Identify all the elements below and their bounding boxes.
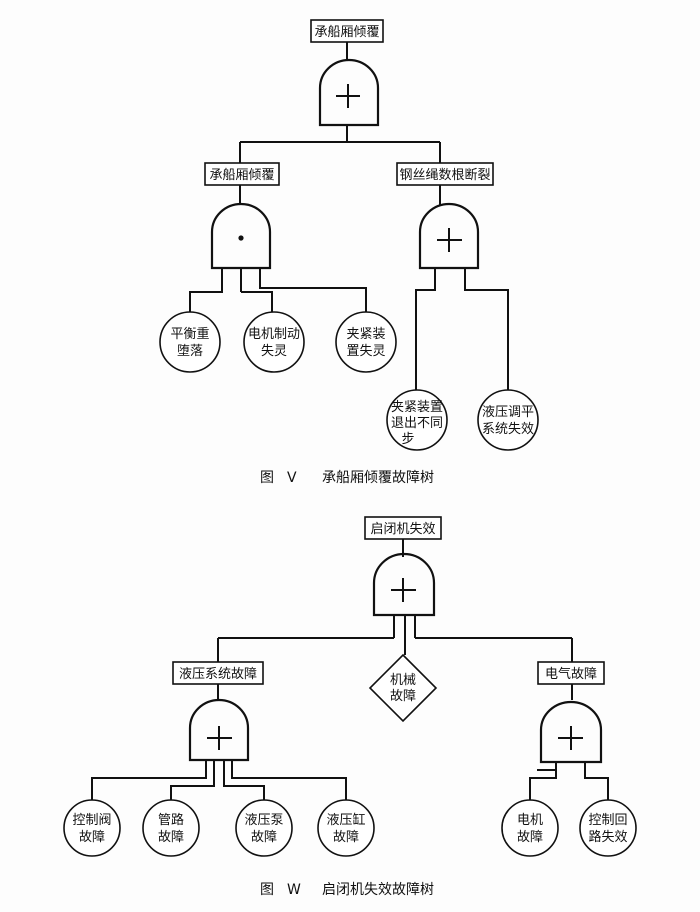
svg-text:路失效: 路失效 <box>588 829 627 845</box>
svg-text:控制阀: 控制阀 <box>72 813 111 828</box>
svg-text:退出不同: 退出不同 <box>391 416 443 431</box>
svg-text:夹紧装置: 夹紧装置 <box>391 400 443 415</box>
svg-text:液压调平: 液压调平 <box>482 405 534 420</box>
fig-v-caption: 图 V 承船厢倾覆故障树 <box>260 470 434 486</box>
svg-text:图: 图 <box>260 882 274 898</box>
svg-text:承船厢倾覆故障树: 承船厢倾覆故障树 <box>322 470 434 486</box>
fig-v-top-or-gate <box>318 58 380 127</box>
figure-w: 启闭机失效 液压系统故障 机械 故障 电气故障 <box>63 516 637 898</box>
fig-v-top-event-label: 承船厢倾覆 <box>314 25 379 40</box>
fig-w-leaf-4 <box>317 799 375 857</box>
fig-v-and-gate <box>210 202 272 270</box>
svg-text:系统失效: 系统失效 <box>482 422 534 437</box>
svg-text:故障: 故障 <box>390 689 416 704</box>
fig-v-right-or-symbol <box>437 228 462 252</box>
fig-v-leaf-1 <box>159 311 221 373</box>
svg-text:图: 图 <box>260 470 274 486</box>
svg-text:故障: 故障 <box>251 830 277 845</box>
fig-w-leaf-5 <box>501 799 559 857</box>
svg-text:步: 步 <box>401 432 414 447</box>
fig-v-right-event-label: 钢丝绳数根断裂 <box>399 168 490 183</box>
fig-w-left-or-gate <box>188 698 250 762</box>
svg-text:夹紧装: 夹紧装 <box>346 327 385 342</box>
svg-text:W: W <box>287 882 301 898</box>
fig-w-leaf-2 <box>142 799 200 857</box>
fig-v-and-symbol <box>238 235 244 241</box>
figure-v: 承船厢倾覆 承船厢倾覆 钢丝绳数根断裂 平衡重 堕落 <box>159 19 539 486</box>
fig-v-leaf-2 <box>243 311 305 373</box>
svg-text:控制回: 控制回 <box>588 813 627 828</box>
fig-w-top-event-label: 启闭机失效 <box>370 522 435 537</box>
svg-text:液压泵: 液压泵 <box>244 813 283 828</box>
svg-text:电机制动: 电机制动 <box>248 327 300 342</box>
svg-text:电机: 电机 <box>517 813 543 828</box>
fig-v-leaf-4 <box>386 389 448 451</box>
fig-w-leaf-6 <box>579 799 637 857</box>
fig-w-right-or-symbol <box>558 726 583 750</box>
fig-w-leaf-3 <box>235 799 293 857</box>
svg-text:故障: 故障 <box>333 830 359 845</box>
fig-v-leaf-5 <box>477 389 539 451</box>
fig-v-left-event-box <box>204 162 280 186</box>
svg-text:V: V <box>287 470 297 486</box>
fig-w-right-event-label: 电气故障 <box>545 666 597 682</box>
fig-v-right-event-box <box>396 162 494 186</box>
fig-v-left-event-label: 承船厢倾覆 <box>209 168 274 183</box>
fig-w-top-or-gate <box>372 552 436 617</box>
svg-text:堕落: 堕落 <box>177 343 203 359</box>
fig-w-left-or-symbol <box>207 726 232 750</box>
svg-text:液压缸: 液压缸 <box>326 812 365 828</box>
fig-w-right-or-gate <box>539 700 603 764</box>
fig-w-caption: 图 W 启闭机失效故障树 <box>260 882 434 898</box>
svg-text:故障: 故障 <box>79 830 105 845</box>
fig-w-leaf-1 <box>63 799 121 857</box>
fig-v-right-or-gate <box>418 202 480 270</box>
fig-w-mid-event-diamond <box>368 653 438 723</box>
svg-text:失灵: 失灵 <box>261 344 287 359</box>
fig-v-or-symbol <box>336 84 360 108</box>
svg-text:启闭机失效故障树: 启闭机失效故障树 <box>322 882 434 898</box>
svg-text:故障: 故障 <box>158 830 184 845</box>
svg-text:故障: 故障 <box>517 830 543 845</box>
fig-v-leaf-3 <box>335 311 397 373</box>
svg-text:机械: 机械 <box>390 673 416 688</box>
fig-w-left-event-label: 液压系统故障 <box>179 667 257 682</box>
fig-w-or-symbol <box>391 578 416 602</box>
svg-text:管路: 管路 <box>158 812 184 828</box>
svg-text:置失灵: 置失灵 <box>346 344 385 359</box>
svg-text:平衡重: 平衡重 <box>170 326 209 342</box>
